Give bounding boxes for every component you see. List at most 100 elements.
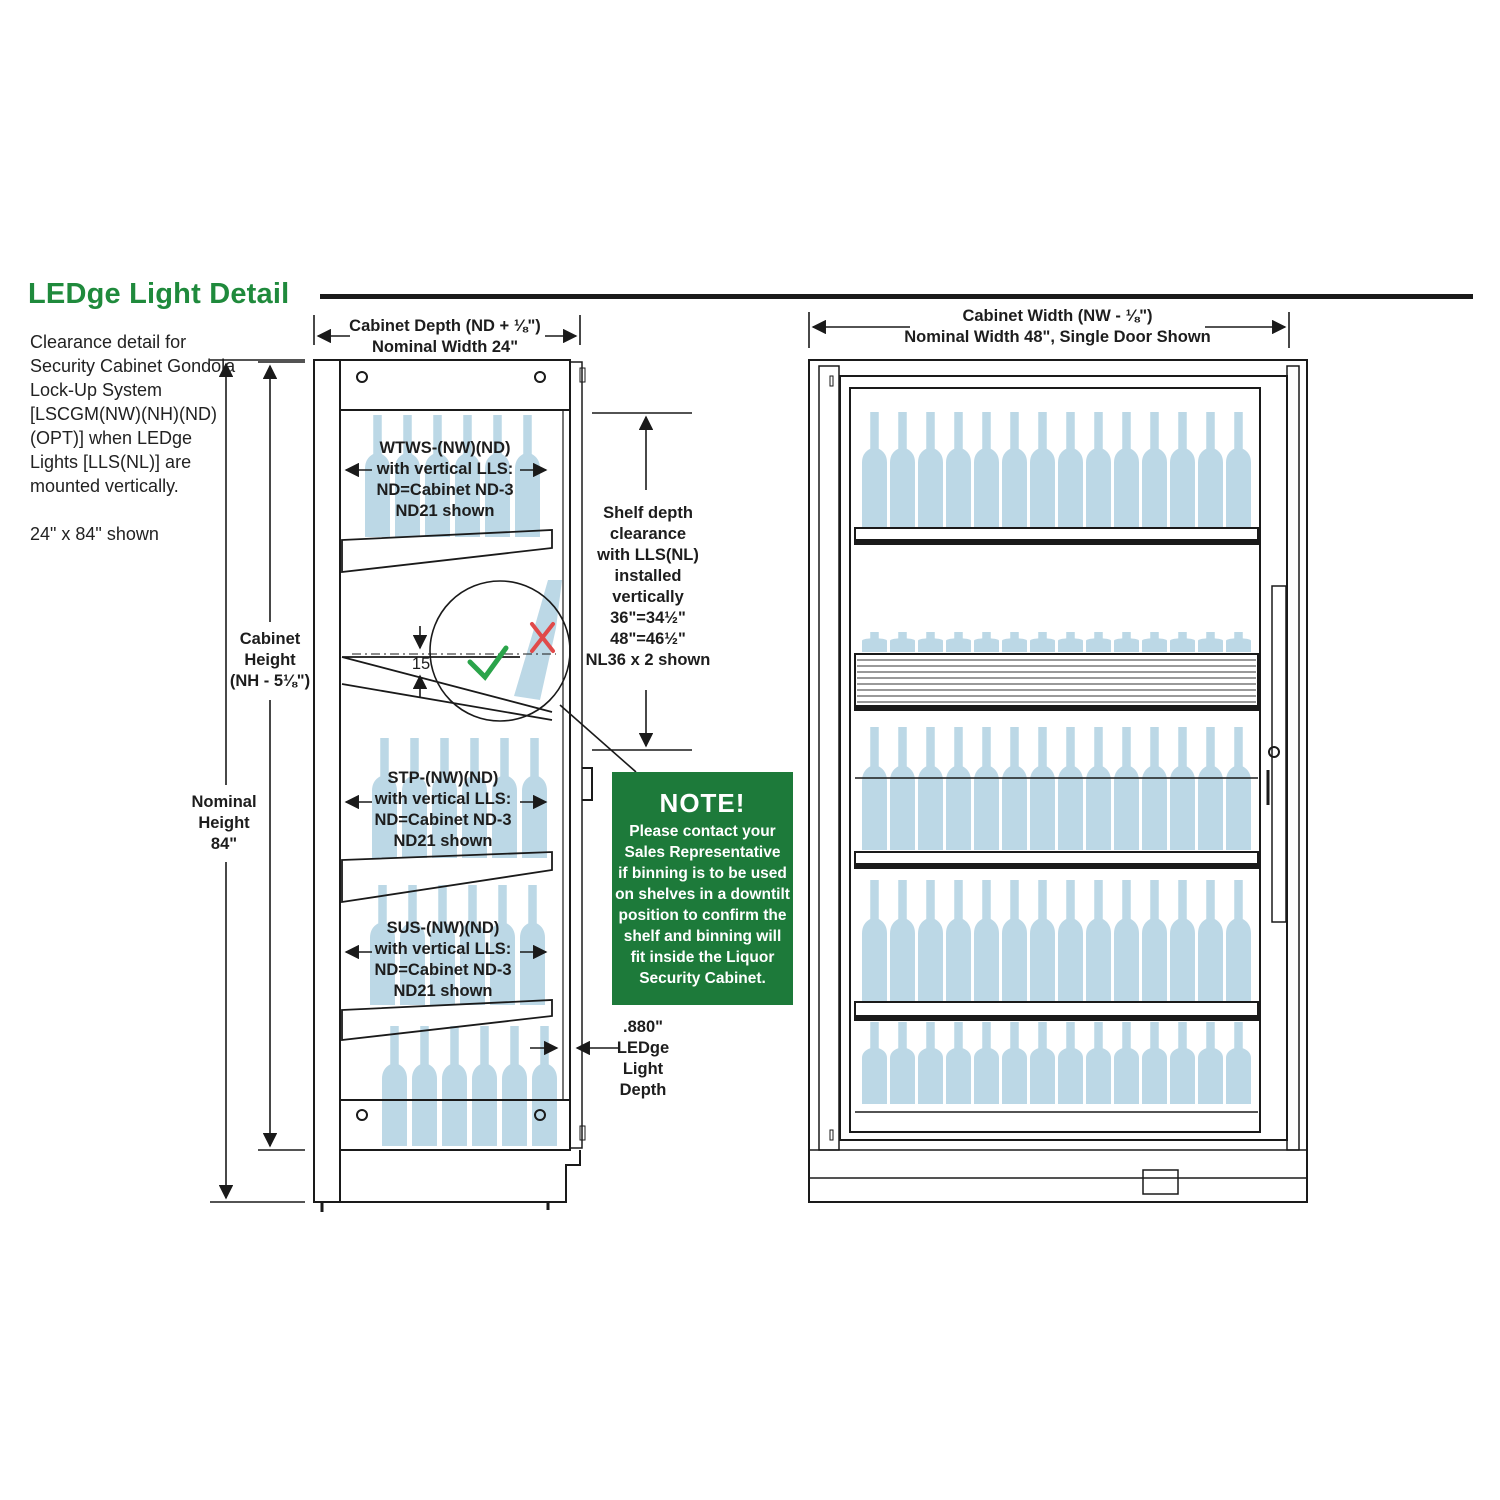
bottle-icon [974, 412, 999, 527]
bottle-icon [1086, 1022, 1111, 1104]
bottle-icon [1030, 1022, 1055, 1104]
bottle-icon [918, 727, 943, 850]
bottle-icon [862, 632, 887, 652]
bottle-icon [472, 1026, 497, 1146]
ledge-depth-line: .880" [623, 1018, 663, 1036]
bottle-icon [890, 412, 915, 527]
bottle-icon [974, 727, 999, 850]
nominal-height-line: Height [198, 814, 250, 832]
note-line: on shelves in a downtilt [615, 886, 790, 903]
clearance-line: 36"=34½" [610, 609, 686, 627]
bottle-icon [430, 885, 455, 1005]
title-rule [320, 294, 1473, 299]
nominal-height-line: Nominal [191, 793, 257, 811]
depth-label-line: Cabinet Depth (ND + ⅛") [349, 317, 541, 335]
description-text: Clearance detail for Security Cabinet Go… [30, 330, 245, 570]
bottle-icon [365, 415, 390, 537]
side-view-bottles [365, 415, 562, 1146]
bottle-icon [1086, 632, 1111, 652]
bottle-icon [1226, 880, 1251, 1002]
bottle-icon [890, 727, 915, 850]
front-view-shelves [854, 527, 1259, 1021]
bottle-icon [1142, 727, 1167, 850]
bottle-icon [455, 415, 480, 537]
front-view-cabinet [808, 359, 1308, 1203]
note-line: if binning is to be used [618, 865, 787, 882]
front-shelf-lip [855, 539, 1258, 544]
height-label-line: (NH - 5⅛") [229, 672, 311, 690]
bottle-icon [1058, 727, 1083, 850]
bottle-icon [1142, 880, 1167, 1002]
clearance-line: clearance [609, 525, 687, 543]
height-label-line: Height [244, 651, 296, 669]
bottle-icon [1058, 1022, 1083, 1104]
bottle-icon [946, 1022, 971, 1104]
nominal-height-label: Nominal Height 84" [178, 792, 270, 855]
note-line: position to confirm the [618, 907, 787, 924]
shelf-label-line: ND21 shown [393, 982, 493, 1000]
bottle-icon [492, 738, 517, 858]
cabinet-width-label: Cabinet Width (NW - ⅛") Nominal Width 48… [900, 306, 1215, 348]
height-label-line: Cabinet [239, 630, 301, 648]
bottle-icon [442, 1026, 467, 1146]
bottle-icon [520, 885, 545, 1005]
bottle-icon [862, 1022, 887, 1104]
bottle-icon [382, 1026, 407, 1146]
clearance-line: with LLS(NL) [597, 546, 699, 564]
bottle-icon [862, 727, 887, 850]
bottle-icon [1086, 727, 1111, 850]
bottle-icon [1226, 412, 1251, 527]
bottle-icon [1058, 880, 1083, 1002]
bottle-icon [1002, 412, 1027, 527]
shelf-label-line: ND=Cabinet ND-3 [376, 481, 514, 499]
bottle-icon [1030, 412, 1055, 527]
bottle-icon [460, 885, 485, 1005]
bottle-icon [1142, 632, 1167, 652]
note-line: Please contact your [629, 823, 776, 840]
bottle-icon [1002, 727, 1027, 850]
bottle-icon [1114, 880, 1139, 1002]
ledge-depth-line: Light [622, 1060, 664, 1078]
bottle-icon [974, 1022, 999, 1104]
shelf-label-stp: STP-(NW)(ND) with vertical LLS: ND=Cabin… [358, 768, 528, 852]
note-heading: NOTE! [659, 788, 746, 818]
bottle-icon [1198, 880, 1223, 1002]
bottle-icon [485, 415, 510, 537]
bottle-icon [890, 880, 915, 1002]
bottle-icon [862, 880, 887, 1002]
bottle-icon [918, 1022, 943, 1104]
bottle-icon [918, 880, 943, 1002]
x-mark-icon [530, 622, 555, 653]
note-box: NOTE! Please contact your Sales Represen… [612, 772, 793, 1005]
bottle-icon [1030, 632, 1055, 652]
side-view-dimensions [210, 315, 692, 1203]
bottle-icon [1114, 1022, 1139, 1104]
clearance-line: NL36 x 2 shown [585, 651, 711, 669]
bottle-icon [400, 885, 425, 1005]
clearance-line: installed [614, 567, 682, 585]
bottle-icon [1226, 1022, 1251, 1104]
bottle-icon [1030, 880, 1055, 1002]
bottle-icon [1170, 412, 1195, 527]
front-view-dimensions [808, 312, 1290, 348]
bottle-icon [502, 1026, 527, 1146]
bottle-icon [1170, 880, 1195, 1002]
bottle-icon [1058, 632, 1083, 652]
shelf-label-line: with vertical LLS: [376, 460, 514, 478]
bottle-icon [1002, 880, 1027, 1002]
bottle-icon [1114, 727, 1139, 850]
note-line: fit inside the Liquor [630, 949, 775, 966]
side-view-cabinet [313, 359, 637, 1212]
bottle-icon [1198, 727, 1223, 850]
bottle-icon [1114, 632, 1139, 652]
check-mark-icon [467, 645, 509, 681]
shelf-label-line: ND21 shown [395, 502, 495, 520]
bottle-icon [1002, 632, 1027, 652]
clearance-line: vertically [612, 588, 684, 606]
width-label-line: Cabinet Width (NW - ⅛") [962, 307, 1153, 325]
bottle-icon [946, 412, 971, 527]
bottle-icon [432, 738, 457, 858]
bottle-icon [1002, 1022, 1027, 1104]
bottle-icon [1030, 727, 1055, 850]
